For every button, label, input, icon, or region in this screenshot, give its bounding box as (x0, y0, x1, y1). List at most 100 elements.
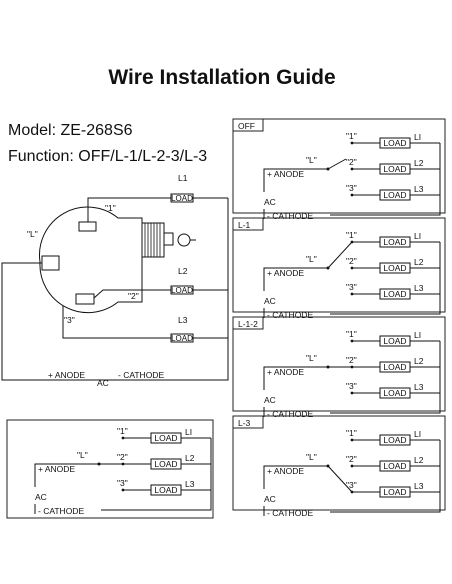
ac-label: AC (264, 296, 276, 306)
terminal-3-label: "3" (64, 315, 75, 325)
load-text: LOAD (154, 433, 177, 443)
cathode-label: - CATHODE (267, 310, 313, 320)
switch-body-diagram: LOAD L1 "1" LOAD L2 "2" LOAD L3 "3" "L" … (1, 173, 229, 388)
common-label: "L" (306, 452, 317, 462)
cathode-label: - CATHODE (38, 506, 84, 516)
panel-frame (232, 415, 446, 511)
knob (177, 233, 191, 247)
throw-label-3: "3" (117, 478, 128, 488)
line-label-2: L2 (414, 158, 424, 168)
load-text: LOAD (383, 289, 406, 299)
cathode-label: - CATHODE (267, 508, 313, 518)
line-label-1: LI (414, 231, 421, 241)
terminal-l-label: "L" (27, 229, 38, 239)
schematic-frame (6, 419, 214, 519)
page-title: Wire Installation Guide (108, 66, 335, 89)
common-wire (263, 267, 328, 291)
anode-label: + ANODE (267, 367, 304, 377)
throw-label-1: "1" (346, 131, 357, 141)
function-text: Function: OFF/L-1/L-2-3/L-3 (8, 148, 207, 165)
throw-label-3: "3" (346, 480, 357, 490)
line-label-3: L3 (414, 481, 424, 491)
anode-label: + ANODE (267, 466, 304, 476)
switch-blade (327, 465, 353, 493)
throw-label-3: "3" (346, 381, 357, 391)
terminal-1 (78, 221, 97, 232)
line-label-2: L2 (185, 453, 195, 463)
load-text: LOAD (171, 286, 193, 295)
panel-frame (232, 316, 446, 412)
load-text: LOAD (383, 164, 406, 174)
anode-label: + ANODE (38, 464, 75, 474)
cathode-label: - CATHODE (267, 211, 313, 221)
cathode-label: - CATHODE (118, 370, 164, 380)
load-text: LOAD (154, 485, 177, 495)
throw-label-2: "2" (346, 256, 357, 266)
ac-label: AC (264, 197, 276, 207)
switch-blade (327, 241, 353, 269)
line-label-3: L3 (414, 382, 424, 392)
line-label-2: L2 (414, 257, 424, 267)
line-label-2: L2 (414, 356, 424, 366)
throw-label-2: "2" (346, 355, 357, 365)
panel-tab (232, 217, 264, 231)
line-label-3: L3 (185, 479, 195, 489)
cathode-bus (263, 440, 441, 516)
load-text: LOAD (383, 362, 406, 372)
common-wire (263, 465, 328, 489)
load-text: LOAD (383, 388, 406, 398)
terminal-2 (75, 293, 95, 305)
cathode-label: - CATHODE (267, 409, 313, 419)
common-wire (34, 463, 99, 487)
state-panel-l-3: L-3 "L"+ ANODE AC - CATHODE "1" LOAD LI "2" LOAD… (232, 415, 446, 518)
line-label-1: LI (414, 330, 421, 340)
load-text: LOAD (383, 487, 406, 497)
thread-lines (144, 223, 161, 257)
panel-title: L-1-2 (238, 319, 258, 329)
load-text: LOAD (154, 459, 177, 469)
throw-label-2: "2" (117, 452, 128, 462)
load-text: LOAD (383, 190, 406, 200)
cathode-bus (263, 341, 441, 417)
terminal-l (41, 255, 60, 271)
load-text: LOAD (383, 336, 406, 346)
state-panel-off: OFF "L"+ ANODE AC - CATHODE "1" LOAD LI "2" LOAD… (232, 118, 446, 221)
model-text: Model: ZE-268S6 (8, 122, 133, 139)
line-label-1: LI (185, 427, 192, 437)
line-label-1: LI (414, 132, 421, 142)
panel-tab (232, 415, 264, 429)
throw-label-1: "1" (346, 428, 357, 438)
anode-label: + ANODE (267, 169, 304, 179)
common-label: "L" (77, 450, 88, 460)
ac-label: AC (264, 395, 276, 405)
shaft-tip (163, 232, 174, 246)
throw-label-2: "2" (346, 454, 357, 464)
common-label: "L" (306, 155, 317, 165)
load-text: LOAD (383, 237, 406, 247)
common-wire (263, 168, 328, 192)
panel-title: OFF (238, 121, 255, 131)
throw-label-1: "1" (346, 329, 357, 339)
terminal-2-label: "2" (128, 291, 139, 301)
panel-title: L-1 (238, 220, 251, 230)
ac-label: AC (97, 378, 109, 388)
throw-label-2: "2" (346, 157, 357, 167)
load-text: LOAD (383, 435, 406, 445)
panel-tab (232, 316, 264, 330)
line-label-3: L3 (414, 184, 424, 194)
line-label-1: LI (414, 429, 421, 439)
cathode-bus (263, 242, 441, 318)
anode-label: + ANODE (48, 370, 85, 380)
line-label-2: L2 (414, 455, 424, 465)
panel-title: L-3 (238, 418, 251, 428)
cathode-bus (263, 143, 441, 219)
ac-label: AC (264, 494, 276, 504)
common-wire (263, 366, 328, 390)
switch-blade (327, 158, 347, 170)
panel-frame (232, 118, 446, 214)
